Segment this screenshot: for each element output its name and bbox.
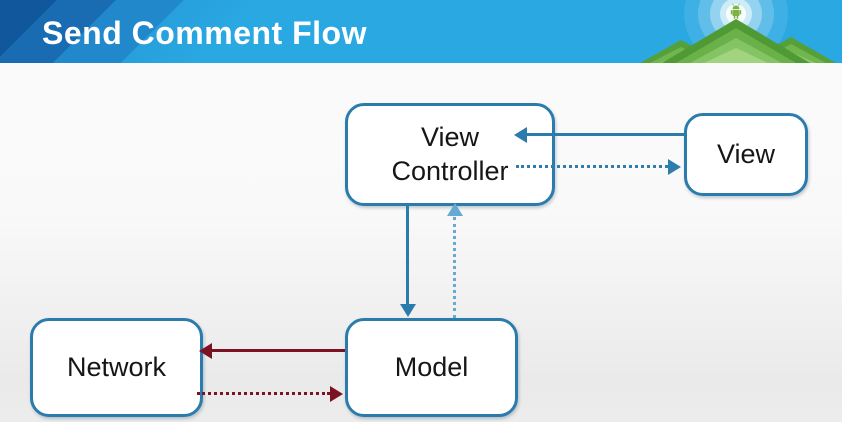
arrow-network-to-model-head-icon <box>330 386 343 402</box>
center-mountain <box>662 19 810 63</box>
arrow-view-controller-to-view-head-icon <box>668 159 681 175</box>
node-view-controller-label: View Controller <box>391 121 509 186</box>
arrow-view-controller-to-model-line <box>406 203 409 304</box>
android-robot-icon <box>730 3 742 19</box>
node-network-label: Network <box>66 351 167 382</box>
header-bar: Send Comment Flow <box>0 0 842 63</box>
arrow-model-to-view-controller-head-icon <box>447 203 463 216</box>
arrow-view-to-view-controller-head-icon <box>514 127 527 143</box>
arrow-model-to-network-line <box>211 349 345 352</box>
node-model: Model <box>345 318 518 417</box>
arrow-model-to-view-controller-dotted-line <box>453 217 456 318</box>
node-view: View <box>684 113 808 196</box>
slide-title: Send Comment Flow <box>42 15 367 51</box>
node-view-controller: View Controller <box>345 103 555 206</box>
arrow-view-controller-to-view-dotted-line <box>516 165 668 168</box>
arrow-network-to-model-dotted-line <box>197 392 330 395</box>
android-mountains-logo-icon <box>640 0 836 63</box>
node-view-label: View <box>716 138 776 169</box>
arrow-view-to-view-controller-line <box>527 133 684 136</box>
arrow-model-to-network-head-icon <box>199 343 212 359</box>
arrow-view-controller-to-model-head-icon <box>400 304 416 317</box>
node-network: Network <box>30 318 203 417</box>
node-model-label: Model <box>394 351 469 382</box>
